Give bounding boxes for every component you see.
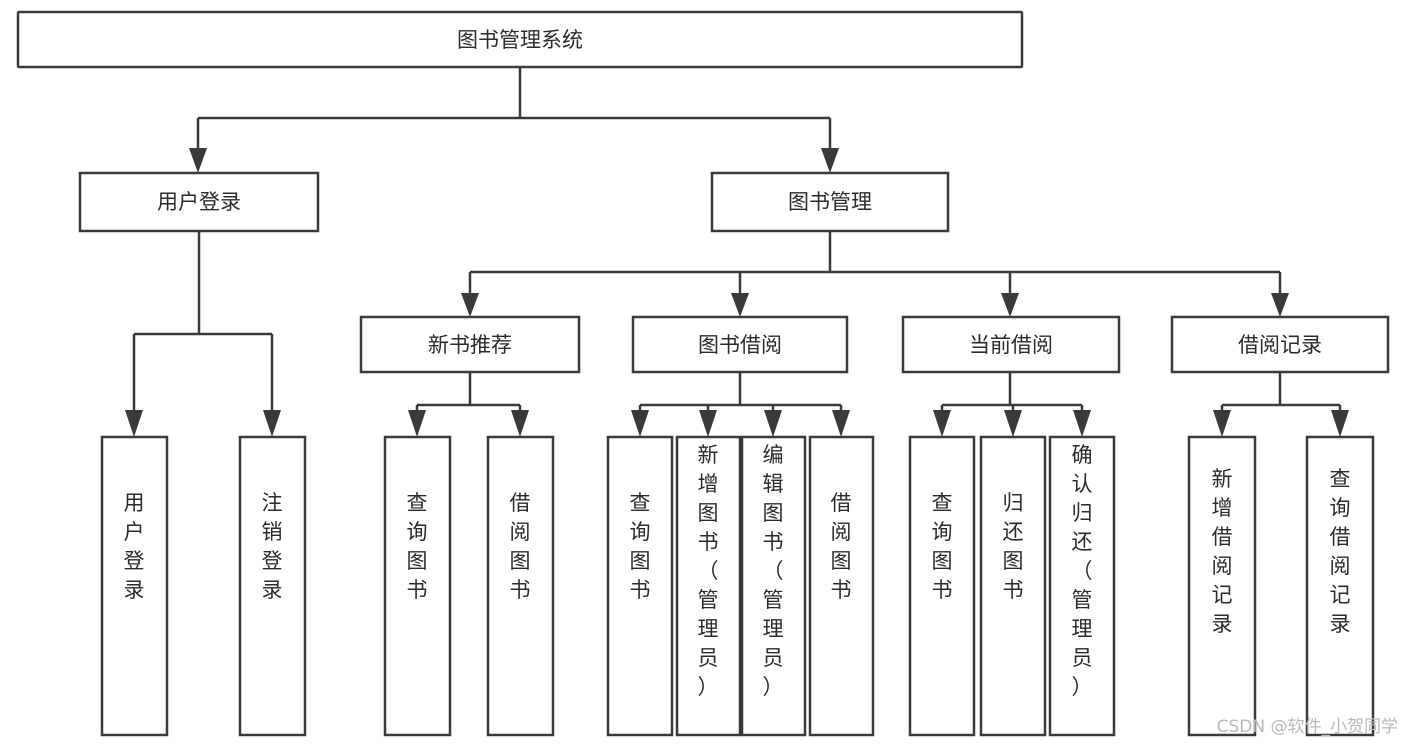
node-book-borrow-label: 图书借阅 (698, 333, 782, 357)
node-leaf-edit-book-admin-label: 编辑图书（管理员） (763, 443, 784, 699)
edge-user-login-to-leaves (125, 231, 281, 437)
arrow-head-icon (1331, 410, 1349, 437)
node-book-manage-label: 图书管理 (788, 190, 872, 214)
arrow-head-icon (125, 410, 143, 437)
node-leaf-query-book-current[interactable]: 查询图书 (908, 435, 976, 737)
arrow-head-icon (1004, 410, 1022, 437)
node-leaf-borrow-book-recommend-box[interactable] (486, 435, 555, 737)
node-leaf-confirm-return-admin-box[interactable] (1048, 435, 1116, 737)
node-leaf-query-book-current-label: 查询图书 (932, 491, 953, 602)
node-leaf-edit-book-admin[interactable]: 编辑图书（管理员） (740, 435, 807, 737)
node-leaf-query-borrow-record[interactable]: 查询借阅记录 (1305, 435, 1375, 737)
node-leaf-borrow-book-borrow[interactable]: 借阅图书 (808, 435, 875, 737)
node-leaf-logout-login-label: 注销登录 (262, 491, 283, 602)
arrow-head-icon (189, 148, 207, 173)
node-new-book-recommend[interactable]: 新书推荐 (359, 315, 581, 374)
arrow-head-icon (832, 410, 850, 437)
node-leaf-add-borrow-record-box[interactable] (1187, 435, 1257, 737)
node-leaf-query-book-current-box[interactable] (908, 435, 976, 737)
node-leaf-query-book-borrow-box[interactable] (606, 435, 674, 737)
node-leaf-query-book-recommend-box[interactable] (383, 435, 452, 737)
node-leaf-add-book-admin-box[interactable] (675, 435, 742, 737)
node-leaf-logout-login[interactable]: 注销登录 (238, 435, 307, 737)
node-leaf-user-login-box[interactable] (100, 435, 169, 737)
node-leaf-return-book-box[interactable] (979, 435, 1047, 737)
node-book-borrow-box[interactable] (631, 315, 849, 374)
node-borrow-record[interactable]: 借阅记录 (1170, 315, 1390, 374)
arrow-head-icon (1001, 293, 1019, 317)
arrow-head-icon (764, 410, 782, 437)
node-current-borrow[interactable]: 当前借阅 (901, 315, 1121, 374)
arrow-head-icon (821, 148, 839, 173)
arrow-head-icon (461, 293, 479, 317)
node-leaf-add-book-admin-label: 新增图书（管理员） (698, 443, 719, 699)
node-leaf-add-borrow-record[interactable]: 新增借阅记录 (1187, 435, 1257, 737)
node-root-box[interactable] (16, 10, 1024, 69)
node-leaf-query-book-recommend-label: 查询图书 (407, 491, 428, 602)
node-new-book-recommend-box[interactable] (359, 315, 581, 374)
edge-borrow-record-to-leaves (1213, 372, 1349, 437)
node-user-login[interactable]: 用户登录 (78, 171, 320, 233)
arrow-head-icon (1271, 293, 1289, 317)
node-leaf-add-borrow-record-label: 新增借阅记录 (1212, 467, 1233, 636)
arrow-head-icon (1213, 410, 1231, 437)
arrow-head-icon (511, 410, 529, 437)
node-book-borrow[interactable]: 图书借阅 (631, 315, 849, 374)
node-leaf-borrow-book-recommend-label: 借阅图书 (510, 491, 531, 602)
edge-book-manage-to-level2 (461, 231, 1289, 317)
node-leaf-query-book-recommend[interactable]: 查询图书 (383, 435, 452, 737)
node-root-label: 图书管理系统 (457, 28, 583, 52)
node-leaf-return-book-label: 归还图书 (1003, 491, 1024, 602)
arrow-head-icon (933, 410, 951, 437)
node-current-borrow-label: 当前借阅 (969, 333, 1053, 357)
arrow-head-icon (631, 410, 649, 437)
csdn-watermark: CSDN @软件_小贺同学 (1217, 717, 1398, 737)
node-leaf-query-borrow-record-label: 查询借阅记录 (1330, 467, 1351, 636)
node-leaf-borrow-book-borrow-label: 借阅图书 (831, 491, 852, 602)
arrow-head-icon (731, 293, 749, 317)
node-user-login-box[interactable] (78, 171, 320, 233)
node-new-book-recommend-label: 新书推荐 (428, 333, 512, 357)
arrow-head-icon (699, 410, 717, 437)
node-borrow-record-box[interactable] (1170, 315, 1390, 374)
node-leaf-borrow-book-borrow-box[interactable] (808, 435, 875, 737)
arrow-head-icon (408, 410, 426, 437)
node-leaf-confirm-return-admin[interactable]: 确认归还（管理员） (1048, 435, 1116, 737)
edge-current-borrow-to-leaves (933, 372, 1091, 437)
node-leaf-user-login-label: 用户登录 (124, 491, 145, 602)
edge-book-borrow-to-leaves (631, 372, 850, 437)
node-leaf-add-book-admin[interactable]: 新增图书（管理员） (675, 435, 742, 737)
node-leaf-query-book-borrow[interactable]: 查询图书 (606, 435, 674, 737)
node-book-manage-box[interactable] (710, 171, 950, 233)
node-book-manage[interactable]: 图书管理 (710, 171, 950, 233)
node-root[interactable]: 图书管理系统 (16, 10, 1024, 69)
node-leaf-user-login[interactable]: 用户登录 (100, 435, 169, 737)
node-leaf-logout-login-box[interactable] (238, 435, 307, 737)
arrow-head-icon (263, 410, 281, 437)
node-leaf-confirm-return-admin-label: 确认归还（管理员） (1072, 443, 1093, 699)
node-current-borrow-box[interactable] (901, 315, 1121, 374)
node-leaf-query-book-borrow-label: 查询图书 (630, 491, 651, 602)
node-borrow-record-label: 借阅记录 (1238, 333, 1322, 357)
edge-root-to-level1 (189, 67, 839, 173)
node-leaf-return-book[interactable]: 归还图书 (979, 435, 1047, 737)
arrow-head-icon (1073, 410, 1091, 437)
node-leaf-borrow-book-recommend[interactable]: 借阅图书 (486, 435, 555, 737)
connector-layer (125, 67, 1349, 437)
edge-new-book-recommend-to-leaves (408, 372, 529, 437)
node-user-login-label: 用户登录 (157, 190, 241, 214)
node-leaf-edit-book-admin-box[interactable] (740, 435, 807, 737)
node-leaf-query-borrow-record-box[interactable] (1305, 435, 1375, 737)
